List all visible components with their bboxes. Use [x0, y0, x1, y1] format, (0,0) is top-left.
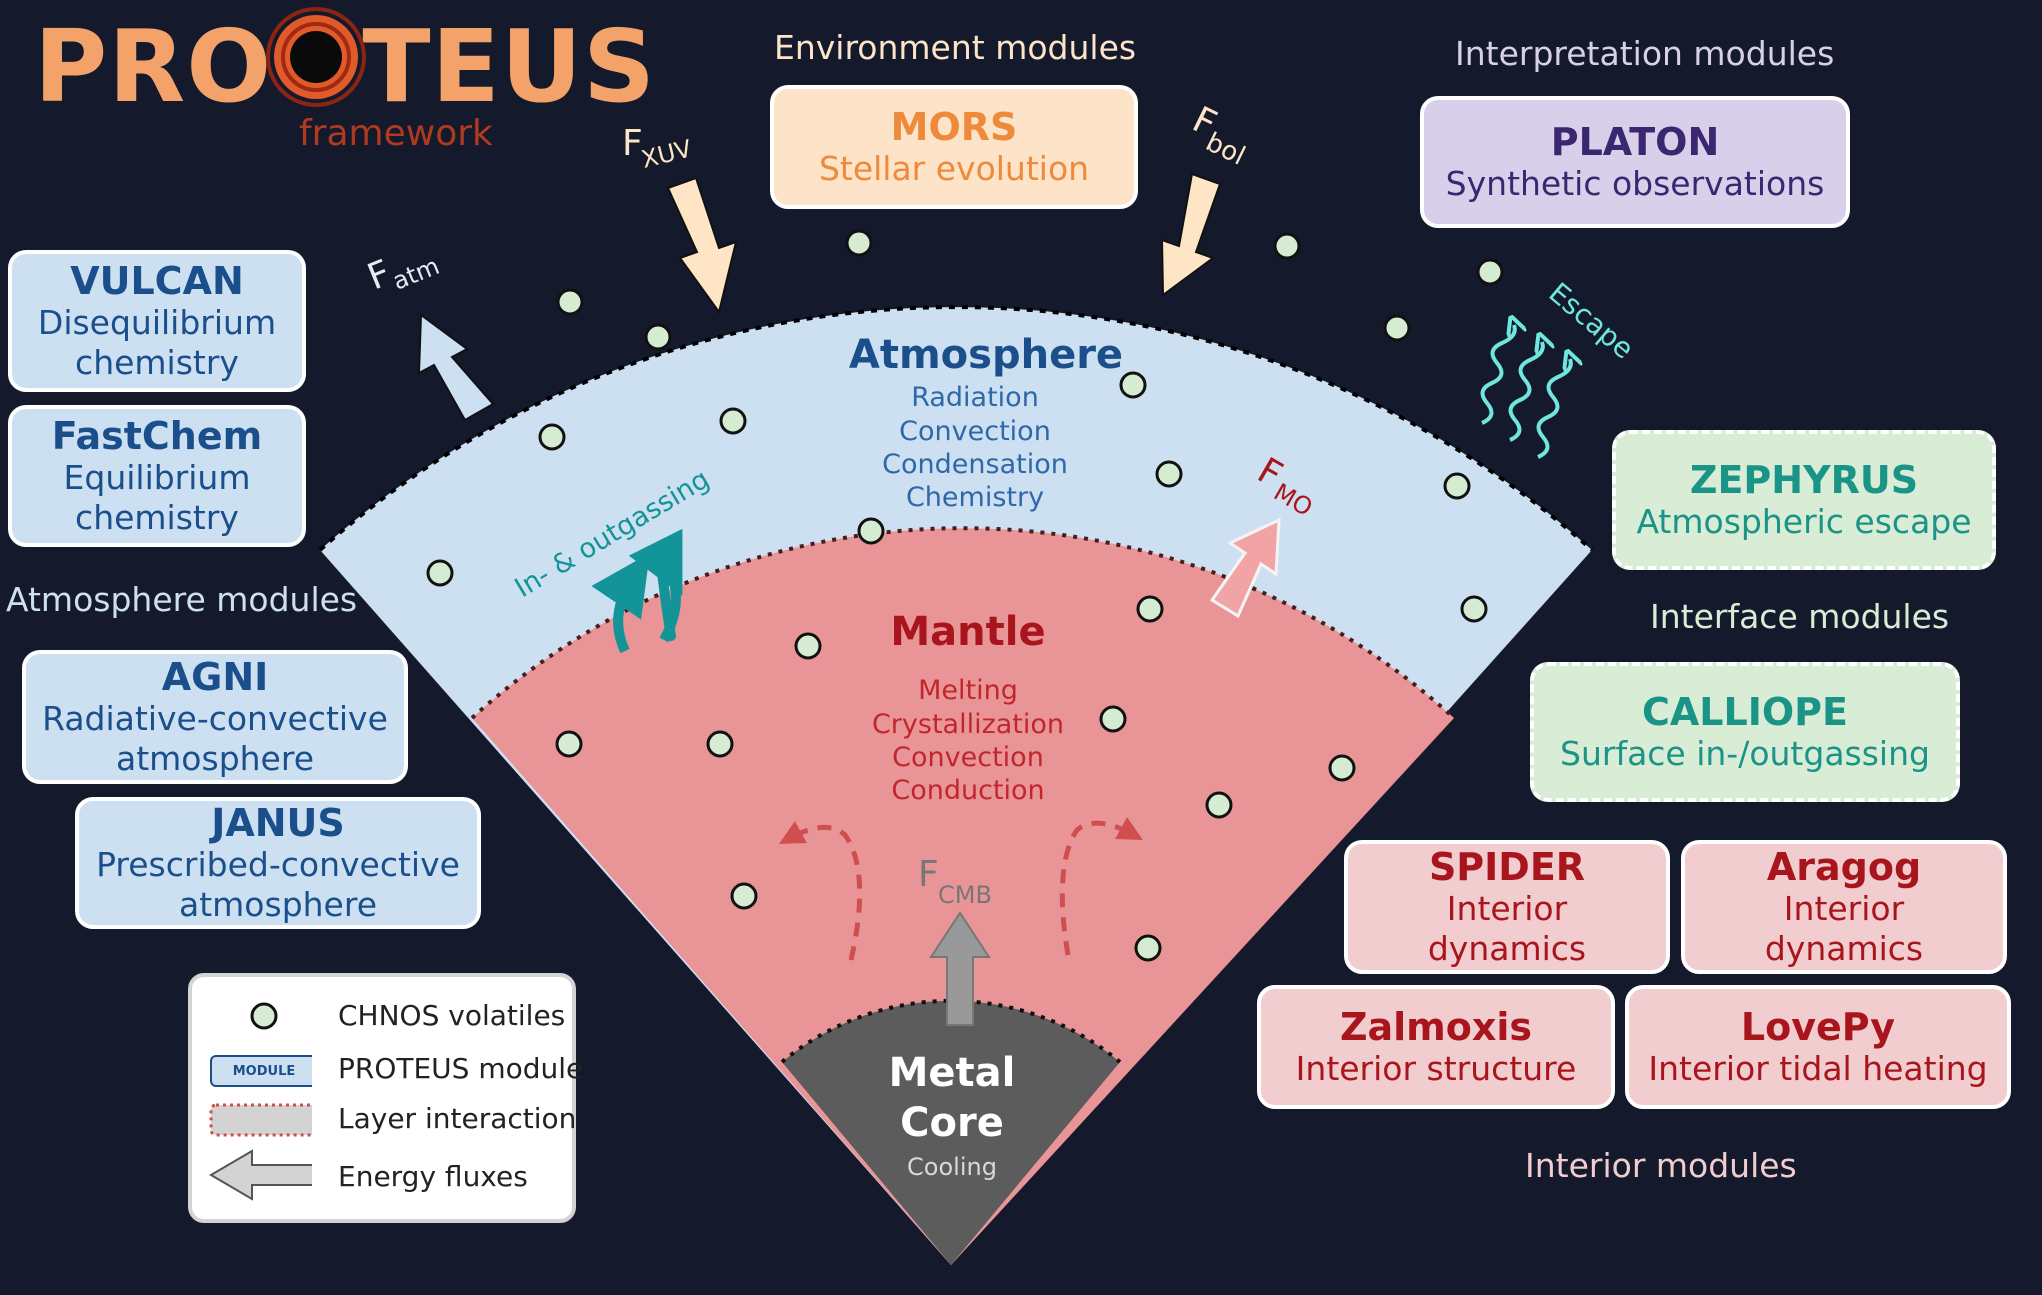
- module-zalmoxis[interactable]: Zalmoxis Interior structure: [1257, 985, 1615, 1109]
- module-desc: Interior tidal heating: [1648, 1049, 1988, 1088]
- legend-module-tag: MODULE: [232, 1063, 296, 1079]
- module-name: ZEPHYRUS: [1689, 458, 1919, 502]
- module-desc: Interior: [1446, 889, 1568, 928]
- svg-text:CMB: CMB: [938, 881, 992, 909]
- module-agni[interactable]: AGNI Radiative-convective atmosphere: [22, 650, 408, 784]
- module-desc: Prescribed-convective: [96, 845, 460, 884]
- module-desc: Stellar evolution: [818, 149, 1090, 188]
- legend-volatiles: CHNOS volatiles: [338, 999, 566, 1032]
- mantle-process: Melting: [918, 675, 1018, 706]
- f-atm-label: F atm: [362, 252, 443, 299]
- convection-arrow-right: [1059, 817, 1143, 956]
- module-desc: dynamics: [1764, 929, 1924, 968]
- module-desc: atmosphere: [116, 739, 314, 778]
- module-name: SPIDER: [1428, 845, 1586, 889]
- module-janus[interactable]: JANUS Prescribed-convective atmosphere: [75, 797, 481, 929]
- legend: MODULE CHNOS volatiles PROTEUS module La…: [188, 973, 583, 1223]
- svg-text:F: F: [918, 854, 939, 895]
- module-desc: chemistry: [75, 343, 239, 382]
- mantle-layer: [472, 528, 1454, 1265]
- mantle-process: Conduction: [891, 775, 1044, 806]
- atmosphere-process: Chemistry: [906, 482, 1044, 513]
- f-atm-arrow: [417, 313, 495, 422]
- legend-energy-fluxes: Energy fluxes: [338, 1160, 528, 1193]
- module-desc: Synthetic observations: [1445, 164, 1825, 203]
- f-xuv-arrow: [666, 176, 738, 315]
- module-desc: atmosphere: [179, 885, 377, 924]
- group-atmosphere: Atmosphere modules: [6, 580, 358, 619]
- module-desc: dynamics: [1427, 929, 1587, 968]
- atmosphere-title: Atmosphere: [849, 332, 1123, 378]
- f-cmb-label: F CMB: [918, 854, 992, 909]
- module-desc: Atmospheric escape: [1636, 502, 1972, 541]
- f-bol-label: F bol: [1186, 99, 1250, 171]
- f-bol-arrow: [1160, 172, 1222, 297]
- svg-text:XUV: XUV: [639, 134, 695, 174]
- module-vulcan[interactable]: VULCAN Disequilibrium chemistry: [8, 250, 306, 392]
- svg-text:F: F: [622, 123, 643, 164]
- logo-word-post: TEUS: [362, 8, 657, 125]
- legend-module: PROTEUS module: [338, 1052, 584, 1085]
- core-title-2: Core: [900, 1100, 1004, 1146]
- atmosphere-process: Radiation: [911, 382, 1039, 413]
- convection-arrow-left: [779, 821, 863, 961]
- f-mo-arrow: [1209, 517, 1281, 619]
- atmosphere-process: Condensation: [882, 449, 1068, 480]
- logo-word-pre: PRO: [34, 8, 273, 125]
- group-interpretation: Interpretation modules: [1455, 34, 1835, 73]
- escape-arrows: [1480, 325, 1571, 459]
- module-platon[interactable]: PLATON Synthetic observations: [1420, 96, 1850, 228]
- legend-symbols: [209, 1002, 312, 1201]
- core-layer: [782, 1000, 1120, 1265]
- mantle-title: Mantle: [890, 609, 1045, 655]
- module-desc: chemistry: [75, 498, 239, 537]
- module-name: LovePy: [1740, 1005, 1896, 1049]
- core-process: Cooling: [907, 1153, 997, 1181]
- module-zephyrus[interactable]: ZEPHYRUS Atmospheric escape: [1612, 430, 1996, 570]
- module-name: FastChem: [51, 414, 263, 458]
- module-calliope[interactable]: CALLIOPE Surface in-/outgassing: [1530, 662, 1960, 802]
- module-desc: Interior: [1783, 889, 1905, 928]
- logo-o-mark: [266, 7, 367, 107]
- module-mors[interactable]: MORS Stellar evolution: [770, 85, 1138, 209]
- f-cmb-arrow: [929, 911, 991, 1026]
- module-spider[interactable]: SPIDER Interior dynamics: [1344, 840, 1670, 974]
- f-xuv-label: F XUV: [622, 123, 695, 174]
- module-desc: Surface in-/outgassing: [1560, 734, 1930, 773]
- logo-subtitle: framework: [299, 113, 493, 154]
- module-desc: Interior structure: [1295, 1049, 1577, 1088]
- atmosphere-process: Convection: [899, 416, 1051, 447]
- volatile-dots: [426, 229, 1504, 962]
- group-environment: Environment modules: [774, 28, 1137, 67]
- module-desc: Disequilibrium: [37, 303, 277, 342]
- module-desc: Equilibrium: [63, 458, 251, 497]
- module-name: JANUS: [211, 801, 345, 845]
- group-interface: Interface modules: [1650, 597, 1950, 636]
- module-name: MORS: [890, 105, 1018, 149]
- escape-label: Escape: [1543, 276, 1641, 365]
- module-name: Zalmoxis: [1339, 1005, 1533, 1049]
- module-aragog[interactable]: Aragog Interior dynamics: [1681, 840, 2007, 974]
- group-interior: Interior modules: [1525, 1146, 1797, 1185]
- module-desc: Radiative-convective: [42, 699, 388, 738]
- module-name: PLATON: [1550, 120, 1720, 164]
- core-title-1: Metal: [889, 1050, 1016, 1096]
- legend-layer-interaction: Layer interaction: [338, 1102, 577, 1135]
- module-lovepy[interactable]: LovePy Interior tidal heating: [1625, 985, 2011, 1109]
- svg-text:atm: atm: [389, 252, 444, 296]
- mantle-process: Convection: [892, 742, 1044, 773]
- module-name: VULCAN: [70, 259, 244, 303]
- proteus-logo: PRO TEUS framework: [34, 7, 657, 154]
- module-name: CALLIOPE: [1642, 690, 1848, 734]
- module-name: AGNI: [161, 655, 269, 699]
- mantle-process: Crystallization: [872, 709, 1064, 740]
- module-fastchem[interactable]: FastChem Equilibrium chemistry: [8, 405, 306, 547]
- module-name: Aragog: [1766, 845, 1922, 889]
